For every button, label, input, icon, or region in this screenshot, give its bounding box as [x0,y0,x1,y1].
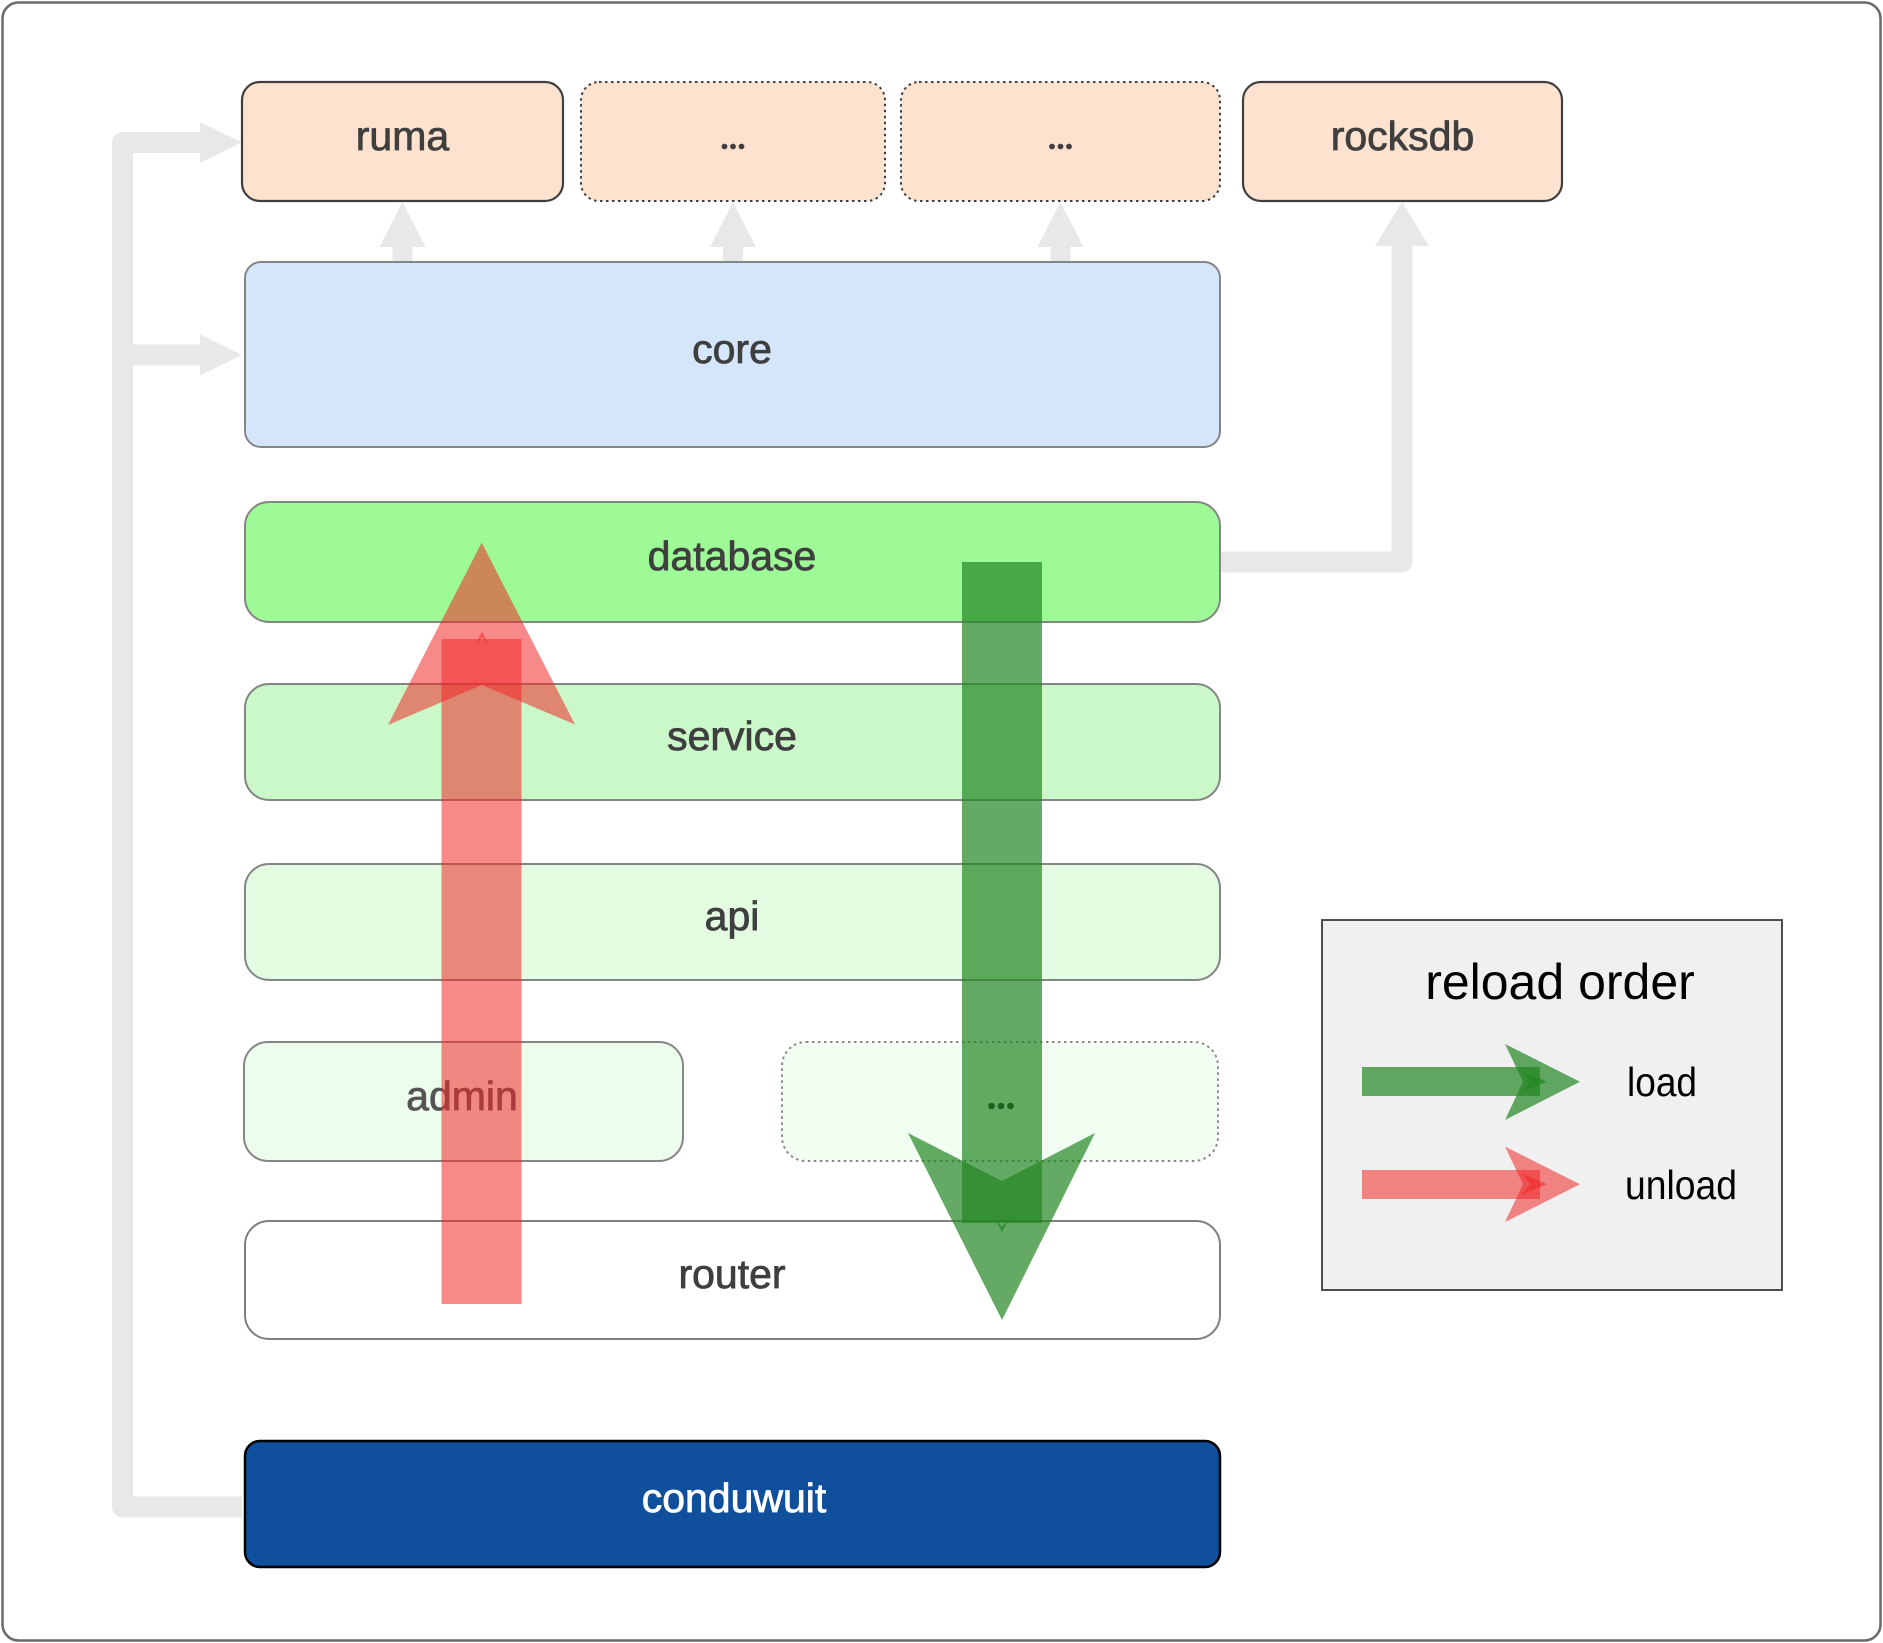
svg-text:service: service [667,713,797,759]
svg-text:conduwuit: conduwuit [642,1475,827,1521]
svg-text:load: load [1627,1059,1697,1105]
svg-text:router: router [678,1251,785,1297]
svg-text:core: core [692,326,772,372]
svg-text:api: api [705,893,760,939]
svg-text:database: database [648,533,817,579]
svg-text:rocksdb: rocksdb [1331,113,1475,159]
svg-text:ruma: ruma [356,113,450,159]
svg-text:unload: unload [1625,1162,1737,1208]
svg-text:reload order: reload order [1425,954,1695,1010]
